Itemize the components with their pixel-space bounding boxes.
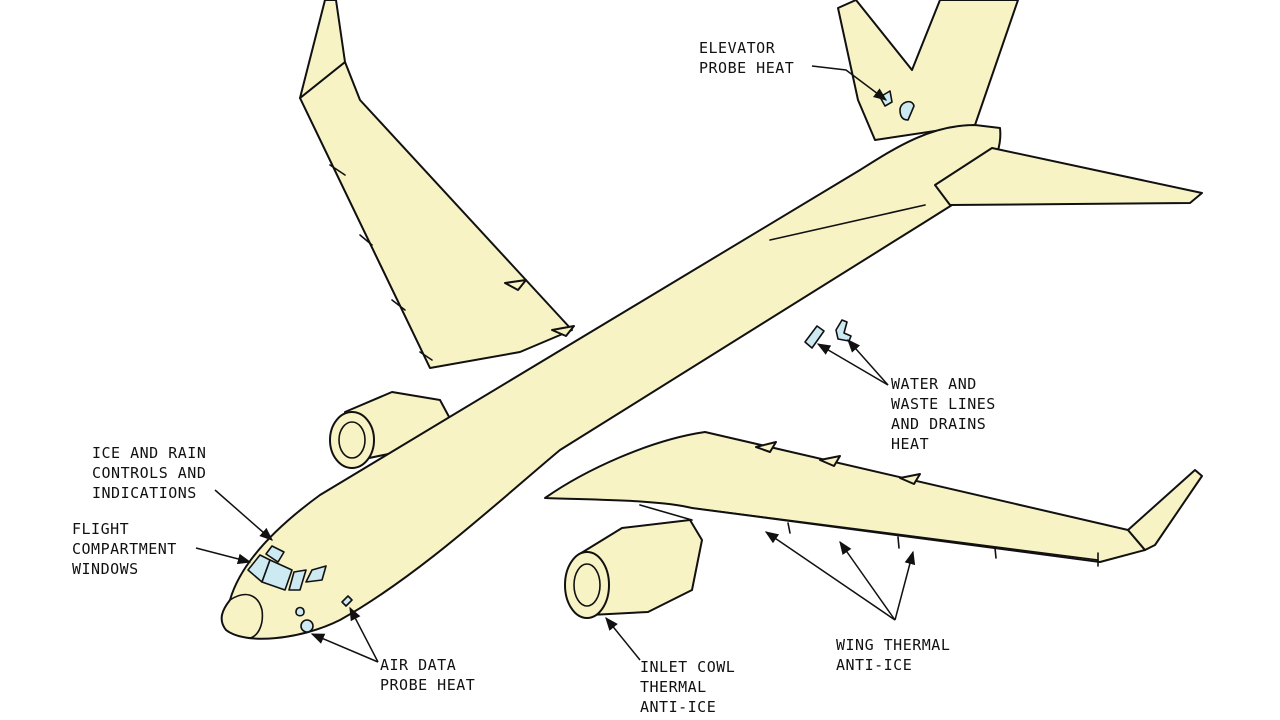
callout-line: WINDOWS bbox=[72, 560, 139, 578]
callout-wing-thermal-anti-ice: WING THERMAL ANTI-ICE bbox=[836, 635, 950, 675]
horizontal-stabilizer bbox=[934, 147, 1203, 206]
callout-line: PROBE HEAT bbox=[380, 676, 476, 694]
callout-line: ANTI-ICE bbox=[640, 698, 717, 716]
callout-elevator-probe-heat: ELEVATOR PROBE HEAT bbox=[699, 38, 794, 78]
callout-line: WASTE LINES bbox=[891, 395, 996, 413]
callout-line: WING THERMAL bbox=[836, 636, 951, 654]
air-data-probes bbox=[295, 595, 353, 633]
left-engine bbox=[329, 391, 456, 469]
right-winglet bbox=[1127, 469, 1203, 551]
callout-line: ELEVATOR bbox=[699, 39, 776, 57]
callout-line: CONTROLS AND bbox=[92, 464, 207, 482]
left-wing bbox=[299, 61, 575, 369]
callout-line: AND DRAINS bbox=[891, 415, 987, 433]
callout-line: INDICATIONS bbox=[92, 484, 197, 502]
callout-air-data-probe-heat: AIR DATA PROBE HEAT bbox=[380, 655, 475, 695]
drain-heat-areas bbox=[804, 319, 852, 349]
callout-line: THERMAL bbox=[640, 678, 707, 696]
fuselage bbox=[220, 124, 1002, 640]
callout-flight-compartment-windows: FLIGHT COMPARTMENT WINDOWS bbox=[72, 519, 177, 579]
callout-line: ANTI-ICE bbox=[836, 656, 913, 674]
callout-line: HEAT bbox=[891, 435, 930, 453]
callout-ice-rain-controls: ICE AND RAIN CONTROLS AND INDICATIONS bbox=[92, 443, 206, 503]
callout-line: COMPARTMENT bbox=[72, 540, 177, 558]
left-winglet bbox=[299, 0, 346, 99]
leader-lines bbox=[195, 65, 916, 663]
right-engine bbox=[564, 504, 703, 619]
callout-inlet-cowl-anti-ice: INLET COWL THERMAL ANTI-ICE bbox=[640, 657, 735, 717]
callout-line: AIR DATA bbox=[380, 656, 457, 674]
flight-compartment-windows bbox=[247, 545, 327, 591]
callout-line: FLIGHT bbox=[72, 520, 130, 538]
callout-line: ICE AND RAIN bbox=[92, 444, 207, 462]
vertical-stabilizer bbox=[837, 0, 1019, 141]
callout-line: PROBE HEAT bbox=[699, 59, 795, 77]
callout-line: INLET COWL bbox=[640, 658, 736, 676]
callout-water-waste-heat: WATER AND WASTE LINES AND DRAINS HEAT bbox=[891, 374, 996, 454]
callout-line: WATER AND bbox=[891, 375, 977, 393]
